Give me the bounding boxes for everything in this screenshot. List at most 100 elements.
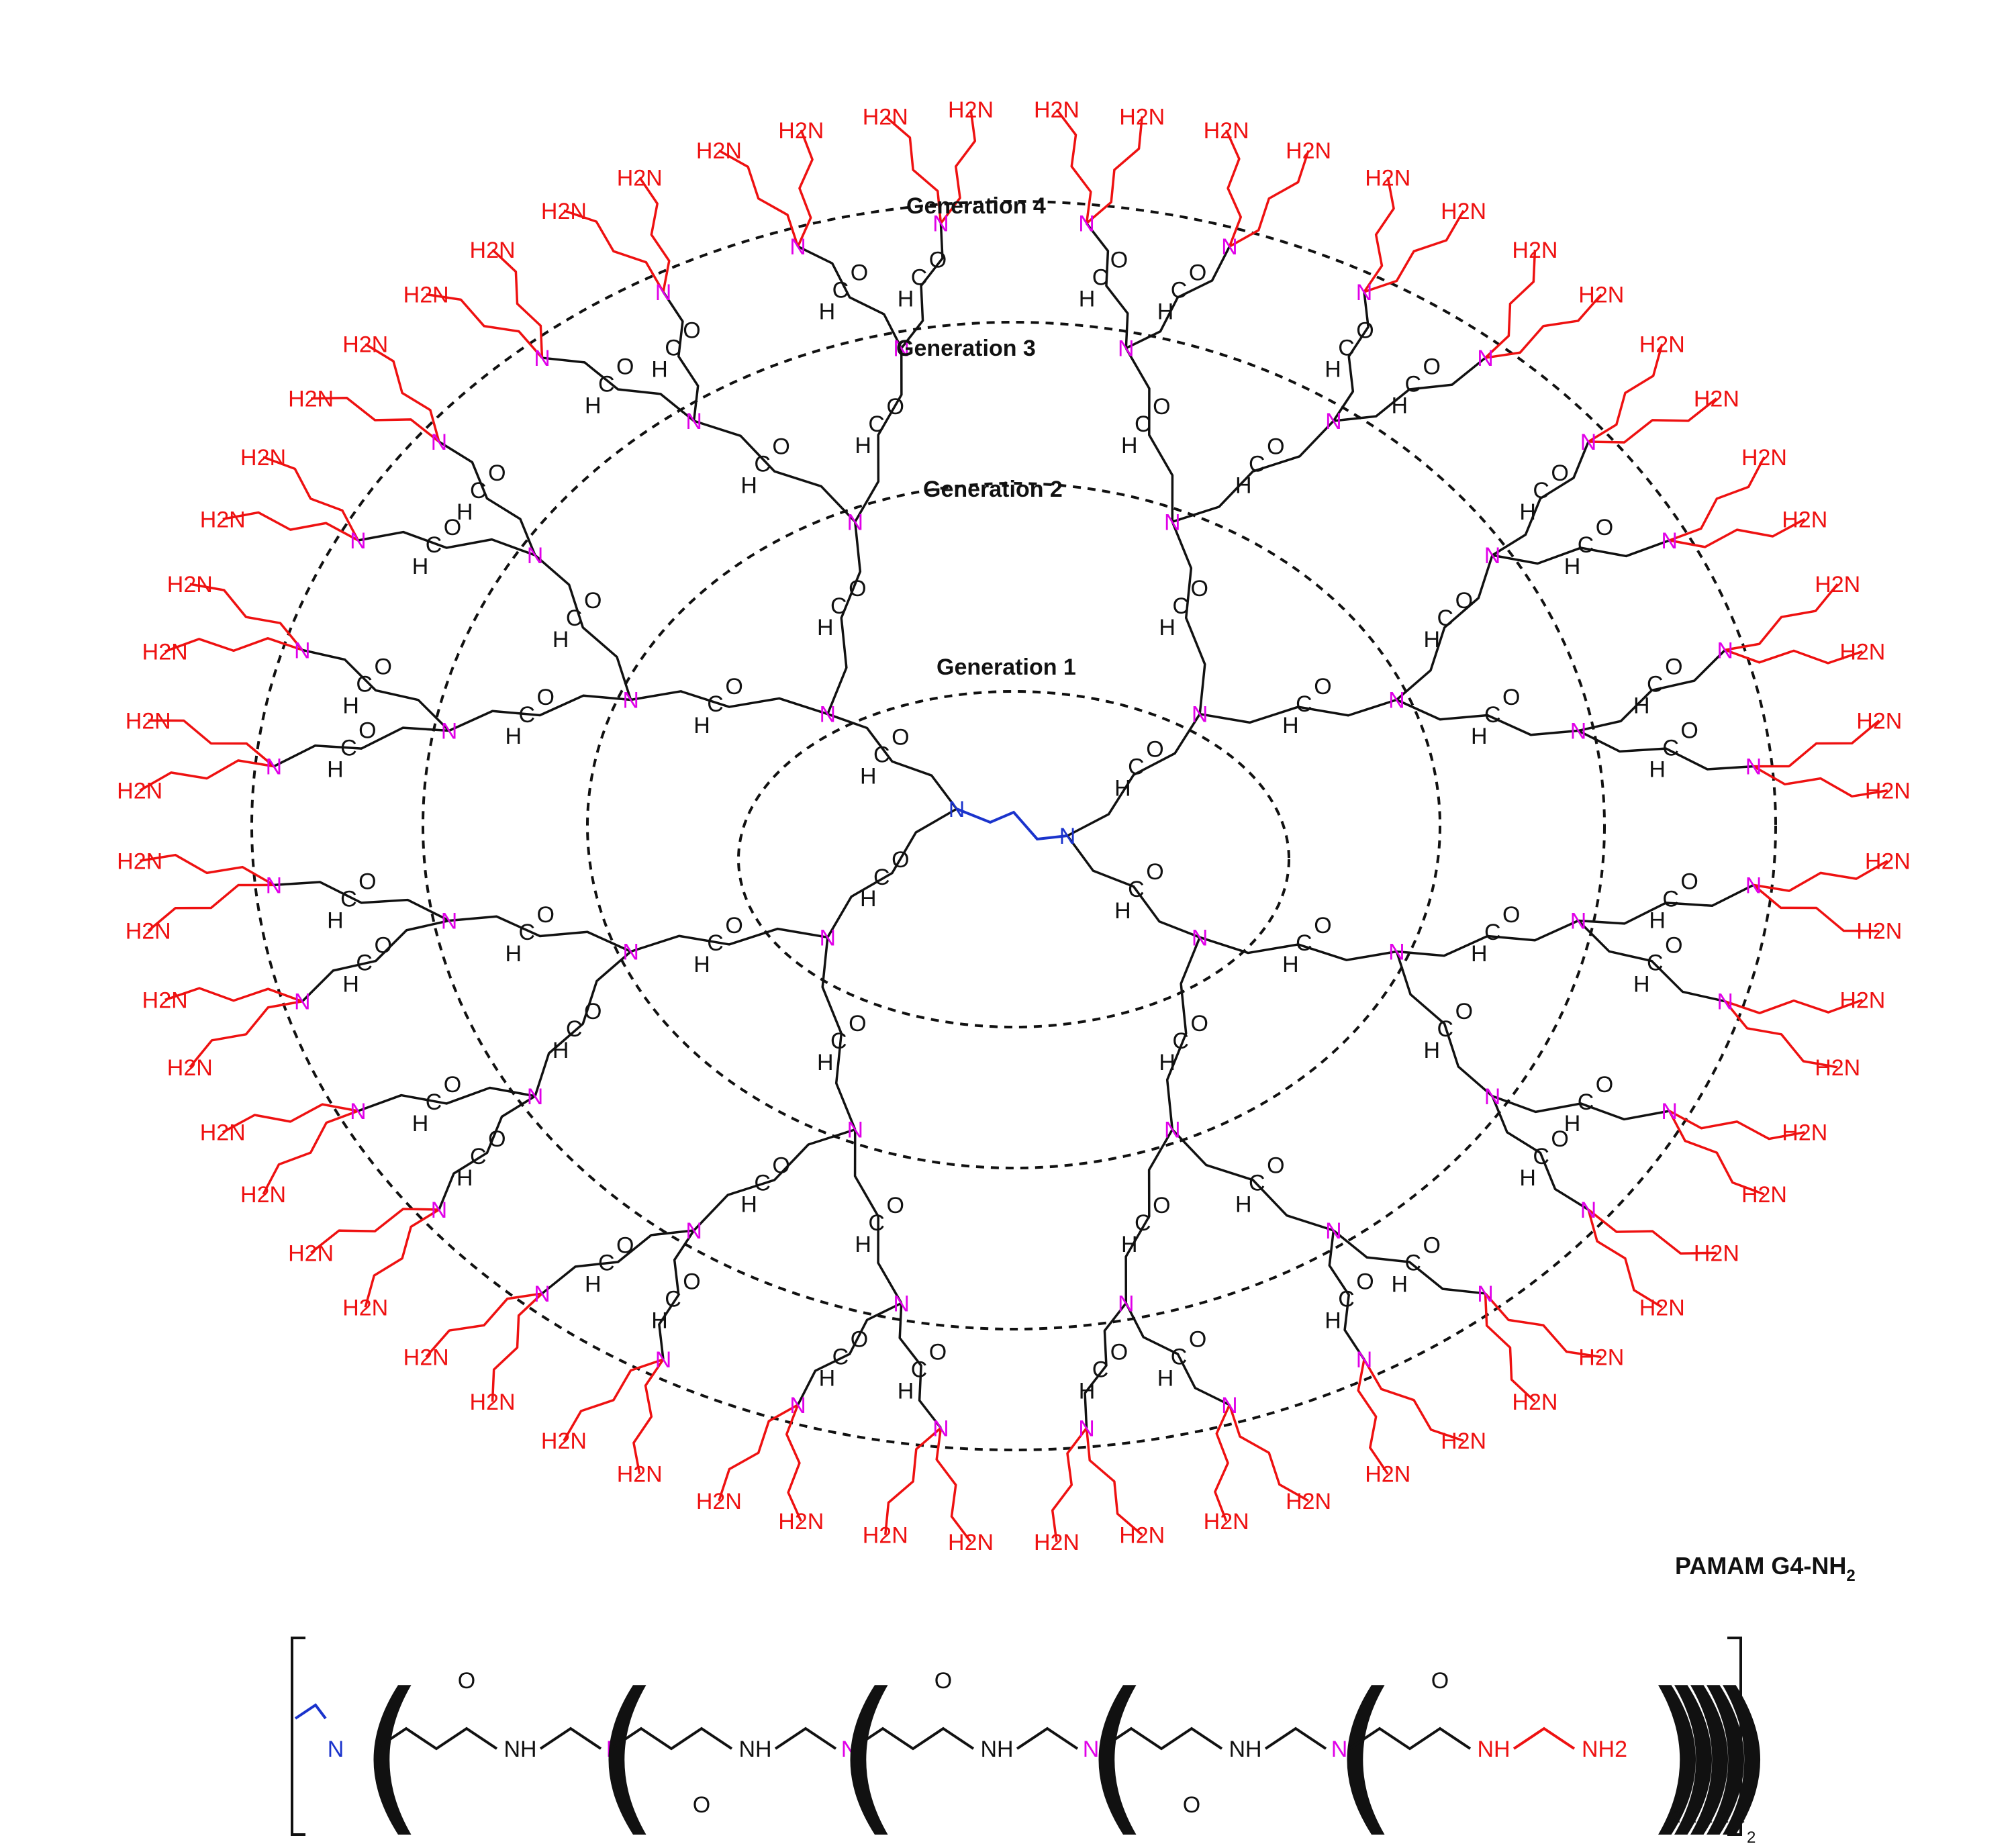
carbonyl-oxygen: O bbox=[1423, 354, 1441, 379]
branch-nitrogen: N bbox=[1118, 1291, 1135, 1316]
carbonyl-carbon: C bbox=[518, 920, 535, 945]
amide-hydrogen: H bbox=[817, 615, 834, 640]
carbonyl-carbon: C bbox=[518, 702, 535, 728]
surface-amine: H2N bbox=[200, 507, 246, 532]
surface-arm bbox=[1753, 765, 1888, 798]
surface-amine: H2N bbox=[541, 199, 587, 224]
formula-repeat-subscript: 2 bbox=[1688, 1808, 1696, 1827]
carbonyl-carbon: C bbox=[1296, 691, 1312, 717]
branch-arm bbox=[301, 919, 450, 1002]
formula-close-paren: ) bbox=[1693, 1657, 1759, 1844]
carbonyl-carbon: C bbox=[356, 671, 373, 697]
carbonyl-carbon: C bbox=[1249, 1170, 1265, 1196]
branch-nitrogen: N bbox=[1118, 336, 1135, 362]
surface-amine: H2N bbox=[126, 708, 171, 734]
carbonyl-carbon: C bbox=[1171, 1345, 1188, 1370]
carbonyl-carbon: C bbox=[832, 1345, 849, 1370]
carbonyl-carbon: C bbox=[356, 951, 373, 976]
surface-amine: H2N bbox=[240, 1182, 286, 1208]
formula-open-paren: ( bbox=[836, 1657, 902, 1844]
branch-arm bbox=[1199, 936, 1397, 961]
carbonyl-carbon: C bbox=[1437, 1016, 1454, 1042]
carbonyl-carbon: C bbox=[1533, 478, 1549, 503]
carbonyl-carbon: C bbox=[1437, 605, 1454, 631]
amide-hydrogen: H bbox=[855, 433, 871, 458]
branch-nitrogen: N bbox=[431, 430, 448, 455]
surface-amine: H2N bbox=[948, 97, 994, 123]
branch-nitrogen: N bbox=[1570, 908, 1587, 934]
surface-arm bbox=[364, 1208, 440, 1308]
surface-arm bbox=[940, 109, 977, 224]
branch-nitrogen: N bbox=[1745, 755, 1762, 780]
formula-ethylene bbox=[1016, 1727, 1079, 1750]
carbonyl-carbon: C bbox=[1338, 335, 1355, 360]
formula-repeat-subscript: 2 bbox=[1672, 1808, 1680, 1827]
carbonyl-carbon: C bbox=[832, 277, 849, 303]
carbonyl-oxygen: O bbox=[929, 247, 947, 273]
branch-nitrogen: N bbox=[1661, 528, 1678, 554]
branch-nitrogen: N bbox=[847, 509, 863, 535]
branch-nitrogen: N bbox=[1164, 509, 1181, 535]
surface-arm bbox=[1669, 456, 1766, 542]
amide-hydrogen: H bbox=[457, 1165, 473, 1191]
branch-arm bbox=[821, 937, 857, 1130]
carbonyl-carbon: C bbox=[1662, 886, 1679, 912]
branch-arm bbox=[1578, 729, 1754, 771]
formula-left-bracket bbox=[291, 1637, 305, 1836]
carbonyl-oxygen: O bbox=[849, 1011, 866, 1036]
formula-carbonyl-oxygen: O bbox=[934, 1668, 952, 1694]
surface-arm bbox=[1725, 583, 1839, 652]
carbonyl-oxygen: O bbox=[683, 1269, 700, 1295]
carbonyl-carbon: C bbox=[1128, 877, 1145, 902]
amide-hydrogen: H bbox=[1282, 952, 1299, 977]
surface-arm bbox=[638, 177, 671, 293]
branch-nitrogen: N bbox=[685, 1218, 702, 1244]
surface-arm bbox=[935, 1428, 972, 1543]
amide-hydrogen: H bbox=[342, 972, 359, 998]
branch-nitrogen: N bbox=[820, 702, 836, 728]
branch-nitrogen: N bbox=[1580, 430, 1597, 455]
branch-nitrogen: N bbox=[1221, 234, 1238, 260]
surface-arm bbox=[1228, 1404, 1309, 1502]
carbonyl-oxygen: O bbox=[892, 847, 909, 873]
branch-arm bbox=[1171, 420, 1335, 523]
carbonyl-oxygen: O bbox=[683, 318, 700, 343]
carbonyl-carbon: C bbox=[1484, 920, 1501, 945]
carbonyl-carbon: C bbox=[1171, 277, 1188, 303]
carbonyl-oxygen: O bbox=[616, 354, 634, 379]
carbonyl-carbon: C bbox=[1135, 411, 1151, 437]
carbonyl-carbon: C bbox=[665, 335, 681, 360]
surface-arm bbox=[563, 1358, 664, 1442]
carbonyl-carbon: C bbox=[566, 605, 583, 631]
carbonyl-oxygen: O bbox=[1423, 1233, 1441, 1259]
surface-amine: H2N bbox=[1741, 1182, 1787, 1208]
branch-nitrogen: N bbox=[655, 280, 672, 305]
carbonyl-oxygen: O bbox=[374, 654, 391, 679]
branch-nitrogen: N bbox=[932, 1416, 949, 1441]
formula-branch-nitrogen: N bbox=[841, 1737, 858, 1762]
carbonyl-carbon: C bbox=[868, 411, 885, 437]
branch-nitrogen: N bbox=[685, 409, 702, 434]
amide-hydrogen: H bbox=[412, 554, 429, 579]
carbonyl-oxygen: O bbox=[1189, 1327, 1206, 1353]
branch-nitrogen: N bbox=[1661, 1099, 1678, 1124]
surface-arm bbox=[1055, 109, 1092, 224]
branch-arm bbox=[630, 690, 828, 716]
branch-nitrogen: N bbox=[350, 1099, 367, 1124]
surface-amine: H2N bbox=[403, 1345, 449, 1370]
surface-arm bbox=[1752, 884, 1880, 932]
surface-arm bbox=[1225, 130, 1243, 247]
amide-hydrogen: H bbox=[342, 693, 359, 718]
surface-amine: H2N bbox=[1815, 1055, 1860, 1081]
surface-arm bbox=[1588, 344, 1664, 443]
surface-arm bbox=[491, 248, 544, 358]
surface-amine: H2N bbox=[1204, 118, 1249, 144]
carbonyl-carbon: C bbox=[470, 478, 487, 503]
surface-arm bbox=[1724, 1000, 1838, 1069]
carbonyl-carbon: C bbox=[426, 532, 442, 558]
branch-nitrogen: N bbox=[893, 336, 910, 362]
carbonyl-oxygen: O bbox=[1596, 1072, 1613, 1098]
carbonyl-oxygen: O bbox=[886, 394, 904, 420]
carbonyl-carbon: C bbox=[1092, 1357, 1109, 1383]
carbonyl-carbon: C bbox=[911, 264, 928, 290]
